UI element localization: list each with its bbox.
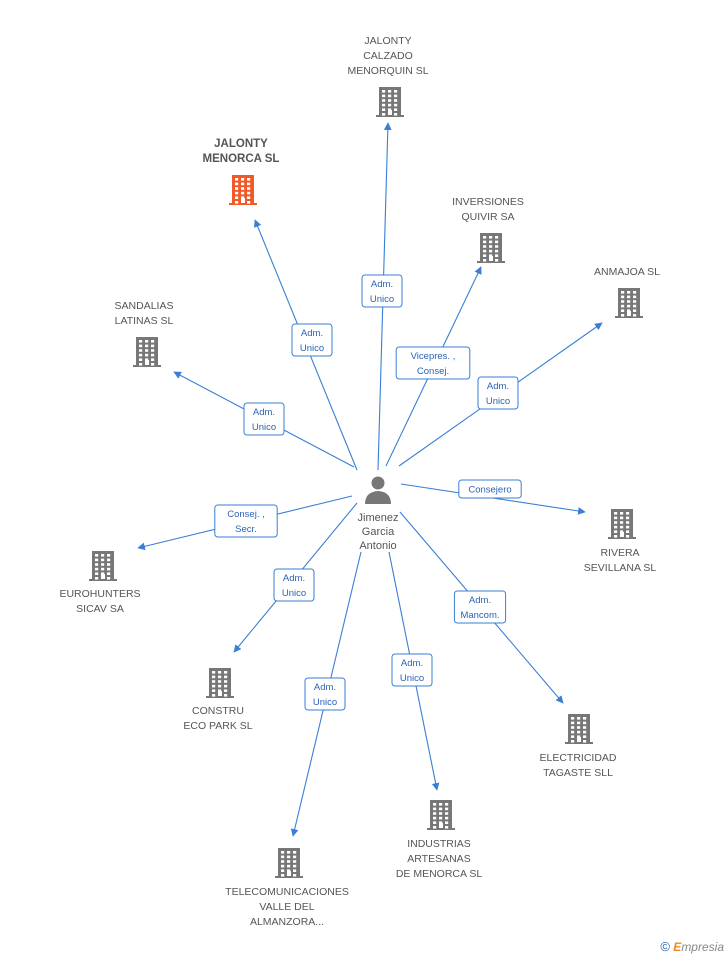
company-name: VALLE DEL (259, 901, 314, 913)
person-name: Jimenez (358, 512, 399, 524)
role-text: Mancom. (460, 610, 499, 621)
company-node-telecomunicaciones-valle[interactable]: TELECOMUNICACIONES VALLE DEL ALMANZORA... (225, 848, 349, 928)
building-icon (615, 288, 643, 318)
role-label-constru-eco-park[interactable]: Adm. Unico (273, 568, 315, 602)
building-icon (427, 800, 455, 830)
company-node-anmajoa[interactable]: ANMAJOA SL (594, 266, 660, 318)
role-text: Adm. (253, 407, 275, 418)
company-node-sandalias-latinas[interactable]: SANDALIAS LATINAS SL (115, 300, 174, 367)
role-text: Adm. (469, 595, 491, 606)
company-name: MENORCA SL (203, 153, 280, 165)
company-node-constru-eco-park[interactable]: CONSTRU ECO PARK SL (183, 668, 253, 732)
company-name: ELECTRICIDAD (539, 752, 616, 764)
role-text: Consej. (417, 366, 449, 377)
role-text: Unico (313, 697, 337, 708)
company-name: TELECOMUNICACIONES (225, 886, 349, 898)
company-name: EUROHUNTERS (59, 588, 140, 600)
company-node-inversiones-quivir[interactable]: INVERSIONES QUIVIR SA (452, 196, 524, 263)
company-node-electricidad-tagaste[interactable]: ELECTRICIDAD TAGASTE SLL (539, 714, 617, 779)
role-label-eurohunters[interactable]: Consej. , Secr. (214, 504, 278, 538)
company-name: ANMAJOA SL (594, 266, 660, 278)
role-text: Vicepres. , (411, 351, 456, 362)
company-name: ARTESANAS (407, 853, 470, 865)
role-label-inversiones-quivir[interactable]: Vicepres. , Consej. (395, 346, 471, 380)
building-icon (608, 509, 636, 539)
company-node-eurohunters[interactable]: EUROHUNTERS SICAV SA (59, 551, 141, 615)
company-name: SANDALIAS (115, 300, 174, 312)
role-label-jalonty-menorca[interactable]: Adm. Unico (291, 323, 333, 357)
role-text: Unico (300, 343, 324, 354)
role-text: Adm. (301, 328, 323, 339)
brand-initial: E (673, 940, 682, 954)
role-text: Consej. , (227, 509, 265, 520)
role-text: Adm. (401, 658, 423, 669)
company-name: INVERSIONES (452, 196, 524, 208)
role-text: Unico (486, 396, 510, 407)
role-label-rivera-sevillana[interactable]: Consejero (458, 479, 522, 499)
company-node-industrias-artesanas[interactable]: INDUSTRIAS ARTESANAS DE MENORCA SL (396, 800, 483, 880)
nodes-layer: JALONTY CALZADO MENORQUIN SL JALONTY MENORCA… (59, 35, 660, 928)
credit[interactable]: © Empresia (660, 939, 724, 954)
company-name: ALMANZORA... (250, 916, 324, 928)
role-label-anmajoa[interactable]: Adm. Unico (477, 376, 519, 410)
role-text: Adm. (487, 381, 509, 392)
person-name: Garcia (362, 526, 395, 538)
role-text: Adm. (314, 682, 336, 693)
role-text: Consejero (468, 485, 511, 496)
company-node-jalonty-calzado[interactable]: JALONTY CALZADO MENORQUIN SL (347, 35, 429, 117)
person-icon (365, 476, 391, 504)
company-name: INDUSTRIAS (407, 838, 471, 850)
building-icon (376, 87, 404, 117)
company-name: SEVILLANA SL (584, 562, 657, 574)
company-name: QUIVIR SA (461, 211, 514, 223)
company-name: SICAV SA (76, 603, 124, 615)
company-name: LATINAS SL (115, 315, 174, 327)
company-name: DE MENORCA SL (396, 868, 483, 880)
role-label-sandalias-latinas[interactable]: Adm. Unico (243, 402, 285, 436)
role-label-electricidad-tagaste[interactable]: Adm. Mancom. (453, 590, 507, 624)
company-name: CONSTRU (192, 705, 244, 717)
company-node-rivera-sevillana[interactable]: RIVERA SEVILLANA SL (584, 509, 657, 574)
company-name: TAGASTE SLL (543, 767, 613, 779)
company-name: MENORQUIN SL (347, 65, 428, 77)
company-name: RIVERA (600, 547, 639, 559)
building-icon (89, 551, 117, 581)
copyright-symbol: © (660, 939, 670, 954)
building-icon (133, 337, 161, 367)
building-icon (275, 848, 303, 878)
role-text: Unico (282, 588, 306, 599)
role-text: Secr. (235, 524, 257, 535)
building-icon (565, 714, 593, 744)
building-icon (229, 175, 257, 205)
company-name: CALZADO (363, 50, 413, 62)
role-text: Unico (400, 673, 424, 684)
company-name: ECO PARK SL (183, 720, 252, 732)
role-text: Unico (252, 422, 276, 433)
company-name: JALONTY (364, 35, 411, 47)
company-name: JALONTY (214, 138, 268, 150)
company-node-jalonty-menorca[interactable]: JALONTY MENORCA SL (203, 138, 280, 205)
role-label-jalonty-calzado[interactable]: Adm. Unico (361, 274, 403, 308)
role-label-industrias-artesanas[interactable]: Adm. Unico (391, 653, 433, 687)
role-text: Unico (370, 294, 394, 305)
building-icon (206, 668, 234, 698)
role-text: Adm. (283, 573, 305, 584)
brand-name: mpresia (681, 940, 724, 954)
building-icon (477, 233, 505, 263)
person-name: Antonio (359, 540, 396, 552)
role-text: Adm. (371, 279, 393, 290)
role-label-telecomunicaciones-valle[interactable]: Adm. Unico (304, 677, 346, 711)
